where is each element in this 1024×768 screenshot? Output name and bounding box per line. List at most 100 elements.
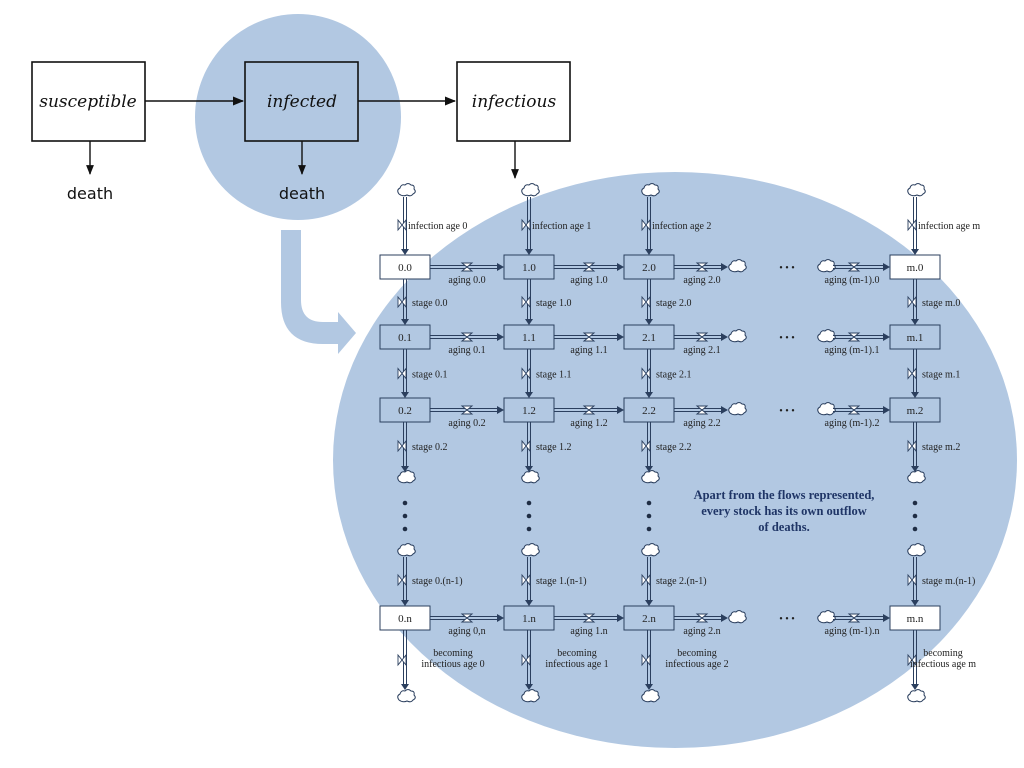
infection-age-valve	[521, 218, 531, 232]
aging-label: aging 1.n	[570, 626, 607, 637]
aging-valve	[582, 613, 596, 623]
infection-age-label: infection age 0	[408, 221, 467, 232]
aging-valve	[847, 262, 861, 272]
becoming-label: becoming	[677, 648, 716, 659]
aging-valve	[460, 405, 474, 415]
aging-flow-in-arrowhead	[883, 614, 890, 622]
stage-label: stage 0.1	[412, 370, 448, 381]
stage-label: stage 1.0	[536, 298, 572, 309]
stage-valve	[641, 573, 651, 587]
infection-age-valve	[641, 218, 651, 232]
vertical-ellipsis-dot	[646, 526, 652, 532]
stage-flow-arrowhead	[525, 319, 533, 325]
sink-cloud	[521, 470, 540, 484]
stock-label: 0.0	[398, 262, 412, 274]
vertical-ellipsis-dot	[526, 500, 532, 506]
source-cloud	[817, 329, 836, 343]
note-line-1: Apart from the flows represented,	[694, 488, 875, 502]
stock-box	[623, 605, 675, 631]
aging-valve	[695, 332, 709, 342]
aging-label: aging 2.0	[683, 275, 720, 286]
aging-flow-in-arrowhead	[883, 406, 890, 414]
stock-box	[379, 254, 431, 280]
stage-flow-out-arrowhead	[645, 466, 653, 472]
vertical-ellipsis-dot	[646, 500, 652, 506]
stage-label: stage 2.0	[656, 298, 692, 309]
stage-flow-arrowhead	[645, 319, 653, 325]
stock-label: 2.1	[642, 332, 656, 344]
aging-valve	[460, 262, 474, 272]
source-cloud	[907, 183, 926, 197]
becoming-label: becoming	[433, 648, 472, 659]
aging-valve	[847, 613, 861, 623]
stage-label: stage 1.(n-1)	[536, 576, 587, 587]
stage-label: stage 2.2	[656, 442, 692, 453]
susceptible-label: susceptible	[39, 92, 137, 112]
becoming-label: becoming	[557, 648, 596, 659]
aging-valve	[460, 613, 474, 623]
susceptible-box	[31, 61, 146, 142]
stage-flow-in-arrowhead	[645, 600, 653, 606]
horizontal-ellipsis: • • •	[779, 263, 795, 274]
aging-flow-out-arrowhead	[721, 614, 728, 622]
stock-label: 2.n	[642, 613, 656, 625]
stage-label: stage m.1	[922, 370, 960, 381]
stage-label: stage m.0	[922, 298, 960, 309]
aging-label: aging (m-1).2	[825, 418, 880, 429]
infection-age-valve	[397, 218, 407, 232]
stage-valve	[397, 367, 407, 380]
top-chain: susceptible infected infectious death de…	[31, 61, 571, 203]
vertical-ellipsis-dot	[402, 526, 408, 532]
stage-label: stage 1.1	[536, 370, 572, 381]
vertical-ellipsis-dot	[912, 500, 918, 506]
sink-cloud	[728, 329, 747, 343]
vertical-ellipsis-dot	[402, 513, 408, 519]
aging-label: aging 2.n	[683, 626, 720, 637]
stage-valve	[907, 439, 917, 453]
sink-cloud	[397, 689, 416, 703]
stock-label: 1.0	[522, 262, 536, 274]
sink-cloud	[521, 689, 540, 703]
stage-flow-out-arrowhead	[401, 466, 409, 472]
source-cloud	[817, 402, 836, 416]
stock-label: 0.1	[398, 332, 412, 344]
aging-label: aging 1.0	[570, 275, 607, 286]
becoming-infectious-label: infectious age m	[910, 659, 976, 670]
source-cloud	[397, 543, 416, 557]
stage-valve	[641, 367, 651, 380]
stage-label: stage 2.(n-1)	[656, 576, 707, 587]
aging-valve	[847, 332, 861, 342]
stage-valve	[397, 573, 407, 587]
becoming-infectious-flow-arrowhead	[645, 684, 653, 690]
stage-valve	[397, 439, 407, 453]
aging-valve	[695, 613, 709, 623]
stock-box	[503, 324, 555, 350]
vertical-ellipsis-dot	[402, 500, 408, 506]
stage-flow-arrowhead	[525, 392, 533, 398]
stock-box	[379, 324, 431, 350]
expanded-view-ellipse	[333, 172, 1017, 748]
note-line-3: of deaths.	[758, 520, 809, 534]
aging-valve	[847, 405, 861, 415]
note-line-2: every stock has its own outflow	[701, 504, 867, 518]
stage-flow-in-arrowhead	[911, 600, 919, 606]
stage-flow-in-arrowhead	[401, 600, 409, 606]
becoming-valve	[907, 653, 917, 667]
infection-age-flow-0-arrowhead	[401, 249, 409, 255]
horizontal-ellipsis: • • •	[779, 406, 795, 417]
stock-box	[889, 605, 941, 631]
expand-arrow	[281, 230, 356, 354]
stage-valve	[521, 573, 531, 587]
stock-label: m.n	[907, 613, 924, 625]
becoming-infectious-flow-arrowhead	[525, 684, 533, 690]
aging-valve	[460, 332, 474, 342]
becoming-infectious-label: infectious age 2	[665, 659, 728, 670]
stock-label: m.0	[907, 262, 924, 274]
aging-flow-arrowhead	[617, 263, 624, 271]
aging-label: aging 0.0	[448, 275, 485, 286]
infection-age-flow-3-arrowhead	[911, 249, 919, 255]
aging-flow-arrowhead	[617, 333, 624, 341]
becoming-valve	[397, 653, 407, 667]
aging-flow-arrowhead	[617, 614, 624, 622]
